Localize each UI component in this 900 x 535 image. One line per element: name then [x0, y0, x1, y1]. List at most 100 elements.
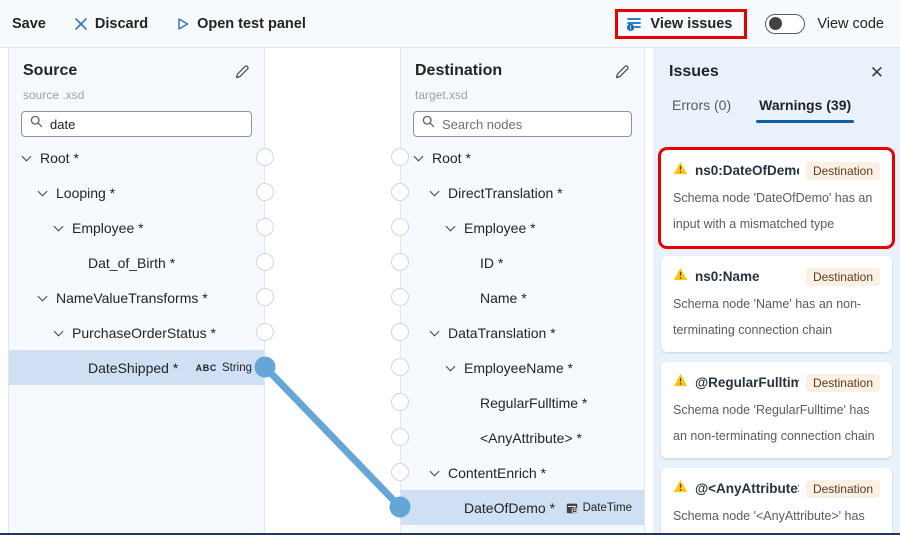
discard-button[interactable]: Discard	[74, 16, 148, 32]
open-test-panel-button[interactable]: Open test panel	[176, 16, 306, 32]
destination-tree-node[interactable]: DirectTranslation *	[401, 175, 644, 210]
chevron-down-icon[interactable]	[445, 362, 457, 374]
chevron-down-icon[interactable]	[429, 327, 441, 339]
node-type-badge: DateTime	[566, 502, 632, 514]
source-tree-node[interactable]: DateShipped * ABC String	[9, 350, 264, 385]
chevron-down-icon[interactable]	[37, 187, 49, 199]
view-code-label: View code	[817, 15, 884, 32]
destination-tree-node[interactable]: ContentEnrich *	[401, 455, 644, 490]
save-label: Save	[12, 15, 46, 32]
connection-port[interactable]	[256, 183, 274, 201]
destination-tree: Root * DirectTranslation *	[401, 140, 644, 525]
close-icon[interactable]: ✕	[869, 62, 884, 82]
issues-tab[interactable]: Warnings (39)	[756, 93, 855, 123]
source-panel-title: Source	[23, 62, 78, 79]
connection-port[interactable]	[256, 323, 274, 341]
connection-port[interactable]	[256, 358, 274, 376]
view-issues-button[interactable]: View issues	[626, 16, 732, 32]
save-button[interactable]: Save	[12, 16, 46, 32]
chevron-down-icon[interactable]	[53, 327, 65, 339]
connection-port[interactable]	[391, 253, 409, 271]
source-tree-node[interactable]: PurchaseOrderStatus *	[9, 315, 264, 350]
edit-source-pencil-icon[interactable]	[234, 64, 250, 85]
warning-card[interactable]: ns0:DateOfDemo Destination Schema node '…	[661, 150, 892, 246]
chevron-down-icon[interactable]	[445, 222, 457, 234]
connection-port[interactable]	[391, 288, 409, 306]
warning-card[interactable]: @RegularFulltime Destination Schema node…	[661, 362, 892, 458]
tree-node-label: Looping *	[56, 184, 116, 201]
source-file-name: source .xsd	[23, 88, 85, 102]
source-tree-node[interactable]: NameValueTransforms *	[9, 280, 264, 315]
connection-port[interactable]	[256, 218, 274, 236]
tree-node-label: DirectTranslation *	[448, 184, 563, 201]
chevron-down-icon[interactable]	[53, 222, 65, 234]
source-schema-panel: Source source .xsd Root *	[8, 48, 265, 535]
destination-tree-node[interactable]: EmployeeName *	[401, 350, 644, 385]
connection-port[interactable]	[391, 428, 409, 446]
toggle-knob	[769, 17, 783, 30]
tree-node-label: <AnyAttribute> *	[480, 429, 582, 446]
toolbar-left-group: Save Discard Open test panel	[0, 16, 306, 32]
source-tree-node[interactable]: Looping *	[9, 175, 264, 210]
connection-port[interactable]	[391, 323, 409, 341]
chevron-down-icon[interactable]	[37, 292, 49, 304]
node-type-badge: ABC String	[196, 362, 252, 374]
destination-tree-node[interactable]: Root *	[401, 140, 644, 175]
connection-port[interactable]	[391, 498, 409, 516]
destination-tree-node[interactable]: DateOfDemo * DateTime	[401, 490, 644, 525]
destination-search-input[interactable]	[442, 116, 623, 132]
connection-port[interactable]	[256, 253, 274, 271]
connection-port[interactable]	[391, 218, 409, 236]
issues-panel-header: Issues ✕	[653, 48, 900, 89]
destination-tree-node[interactable]: RegularFulltime *	[401, 385, 644, 420]
connection-port[interactable]	[256, 148, 274, 166]
destination-tree-node[interactable]: <AnyAttribute> *	[401, 420, 644, 455]
connection-port[interactable]	[391, 463, 409, 481]
source-tree-node[interactable]: Employee *	[9, 210, 264, 245]
destination-tree-node[interactable]: Employee *	[401, 210, 644, 245]
warning-card[interactable]: ns0:Name Destination Schema node 'Name' …	[661, 256, 892, 352]
chevron-down-icon[interactable]	[21, 152, 33, 164]
source-tree-node[interactable]: Dat_of_Birth *	[9, 245, 264, 280]
warning-icon	[673, 479, 688, 498]
node-type-label: String	[221, 361, 252, 374]
source-panel-header: Source source .xsd	[9, 48, 264, 102]
chevron-down-icon[interactable]	[429, 467, 441, 479]
destination-schema-panel: Destination target.xsd Root *	[400, 48, 645, 535]
source-tree: Root * Looping *	[9, 140, 264, 385]
view-code-toggle[interactable]	[765, 13, 806, 34]
source-tree-node[interactable]: Root *	[9, 140, 264, 175]
source-ports-column	[256, 48, 274, 535]
source-search-input[interactable]	[50, 116, 243, 132]
connection-port[interactable]	[256, 288, 274, 306]
issues-panel-title: Issues	[669, 63, 719, 80]
warning-node-name: ns0:Name	[695, 269, 760, 284]
chevron-down-icon[interactable]	[413, 152, 425, 164]
edit-destination-pencil-icon[interactable]	[614, 64, 630, 85]
destination-tree-node[interactable]: ID *	[401, 245, 644, 280]
warning-icon	[673, 161, 688, 180]
connection-port[interactable]	[391, 183, 409, 201]
discard-label: Discard	[94, 15, 149, 32]
destination-tree-node[interactable]: DataTranslation *	[401, 315, 644, 350]
destination-tree-node[interactable]: Name *	[401, 280, 644, 315]
destination-ports-column	[391, 48, 409, 535]
warning-card[interactable]: @<AnyAttribute> Destination Schema node …	[661, 468, 892, 535]
connection-port[interactable]	[391, 358, 409, 376]
connection-port[interactable]	[391, 148, 409, 166]
abc-string-icon: ABC	[195, 362, 217, 373]
chevron-down-icon[interactable]	[429, 187, 441, 199]
tree-node-label: NameValueTransforms *	[56, 289, 208, 306]
toolbar-right-group: View issues View code	[615, 8, 900, 39]
toolbar: Save Discard Open test panel	[0, 0, 900, 48]
tree-node-label: Root *	[40, 149, 79, 166]
annotation-box-view-issues: View issues	[615, 8, 748, 39]
issues-tab-label: Warnings (39)	[759, 97, 852, 113]
node-type-label: DateTime	[582, 501, 632, 514]
issues-tab[interactable]: Errors (0)	[671, 93, 732, 123]
warning-message: Schema node 'DateOfDemo' has an input wi…	[673, 191, 873, 231]
issues-panel: Issues ✕ Errors (0) Warnings (39) ns0:Da…	[653, 48, 900, 535]
connection-port[interactable]	[391, 393, 409, 411]
warning-node-name: @<AnyAttribute>	[695, 481, 799, 496]
